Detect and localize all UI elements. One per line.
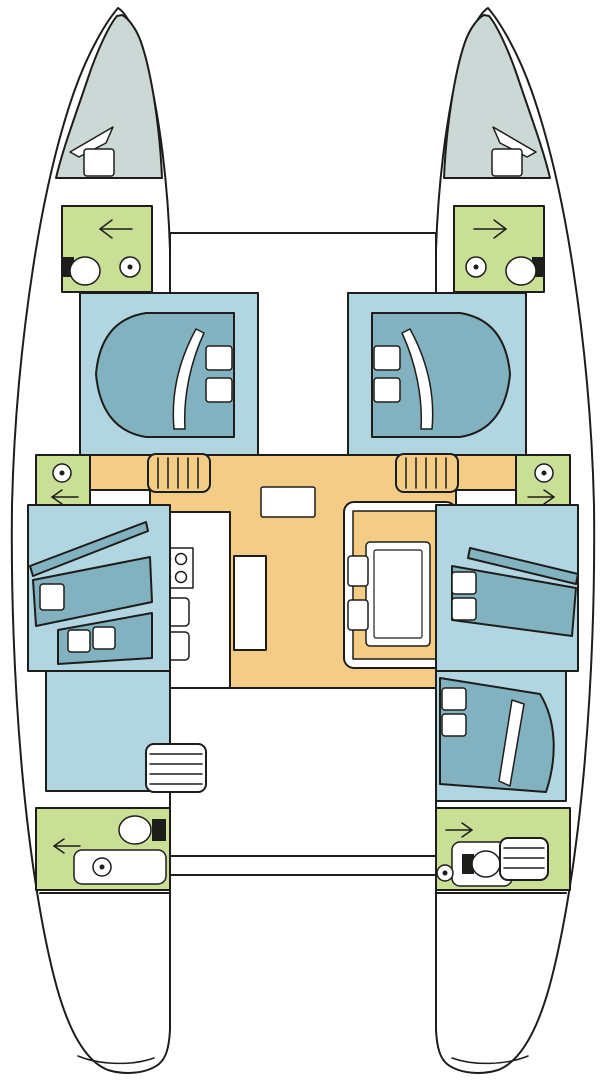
toilet-tank-icon: [152, 819, 166, 841]
pillow: [373, 377, 401, 403]
saloon-settee: [343, 501, 457, 669]
stairs-rungs: [503, 847, 545, 869]
starboard-bow-hatch: [491, 148, 523, 177]
starboard-mid-cabin: [435, 504, 579, 672]
shower-door-right-arrow-icon: [473, 219, 507, 239]
stairs-rungs: [405, 457, 447, 489]
port-swim-platform: [77, 1055, 155, 1065]
plan-root: [10, 7, 596, 1074]
port-bow-locker: [55, 14, 163, 179]
stairs-rungs: [149, 753, 203, 785]
toilet-tank-icon: [462, 854, 474, 874]
pillow: [373, 345, 401, 371]
starboard-bow-deck: [443, 14, 551, 179]
double-bed: [439, 677, 555, 793]
burner-icon: [174, 552, 188, 566]
sink-drain-icon: [59, 470, 65, 476]
pillow: [205, 345, 233, 371]
port-mid-cabin: [27, 504, 171, 672]
port-companionway-stairs: [147, 453, 211, 493]
starboard-aft-cabin: [435, 670, 567, 802]
port-aft-stairs: [145, 743, 207, 793]
blanket-fold: [401, 328, 434, 430]
blanket-fold: [498, 699, 525, 787]
starboard-transom-stairs: [499, 837, 549, 881]
port-bow-deck: [55, 14, 163, 179]
entry-step: [260, 486, 316, 518]
stairs-frame: [499, 837, 549, 881]
double-bed: [371, 312, 511, 438]
saloon: [89, 453, 517, 689]
pillow: [67, 629, 91, 653]
port-bow-hatch: [83, 148, 115, 177]
starboard-bow-locker: [443, 14, 551, 179]
toilet-icon: [118, 815, 152, 845]
sink-drain-icon: [442, 870, 448, 876]
stairs-frame: [147, 453, 211, 493]
shower-door-right-arrow-icon: [527, 489, 555, 505]
shower-door-left-arrow-icon: [51, 489, 79, 505]
pillow: [451, 597, 477, 621]
pillow: [39, 583, 65, 611]
seat-cushion: [347, 555, 369, 587]
stairs-frame: [395, 453, 459, 493]
starboard-anchor-locker-lid: [492, 126, 537, 158]
sink-drain-icon: [99, 864, 105, 870]
galley-island: [233, 555, 267, 651]
seat-cushion: [347, 599, 369, 631]
shower-door-right-arrow-icon: [445, 822, 473, 838]
sink-drain-icon: [473, 264, 479, 270]
sink-drain-icon: [541, 470, 547, 476]
double-bed: [95, 312, 235, 438]
saloon-table-top: [373, 549, 423, 639]
pillow: [92, 626, 116, 650]
starboard-forward-head: [453, 205, 545, 293]
shower-door-left-arrow-icon: [99, 219, 133, 239]
pillow: [441, 687, 467, 711]
port-aft-head: [35, 807, 171, 891]
starboard-aft-head: [435, 807, 571, 891]
starboard-forward-cabin: [347, 292, 527, 456]
shelf: [467, 547, 579, 585]
sink-drain-icon: [127, 264, 133, 270]
pillow: [451, 571, 477, 595]
pillow: [205, 377, 233, 403]
shelf: [29, 521, 149, 577]
port-forward-cabin: [79, 292, 259, 456]
starboard-swim-platform: [451, 1055, 529, 1065]
stairs-frame: [145, 743, 207, 793]
saloon-table: [365, 541, 431, 647]
pillow: [441, 713, 467, 737]
port-anchor-locker-lid: [69, 126, 114, 158]
port-forward-head: [61, 205, 153, 293]
toilet-icon: [69, 256, 101, 286]
port-aft-cabin: [45, 670, 207, 793]
stern-platforms: [39, 892, 567, 1065]
toilet-icon: [505, 256, 537, 286]
blanket-fold: [172, 328, 205, 430]
toilet-icon: [471, 850, 501, 878]
burner-icon: [174, 570, 188, 584]
shower-tray: [73, 849, 167, 885]
shower-door-left-arrow-icon: [53, 838, 81, 854]
stairs-rungs: [157, 457, 199, 489]
starboard-companionway-stairs: [395, 453, 459, 493]
